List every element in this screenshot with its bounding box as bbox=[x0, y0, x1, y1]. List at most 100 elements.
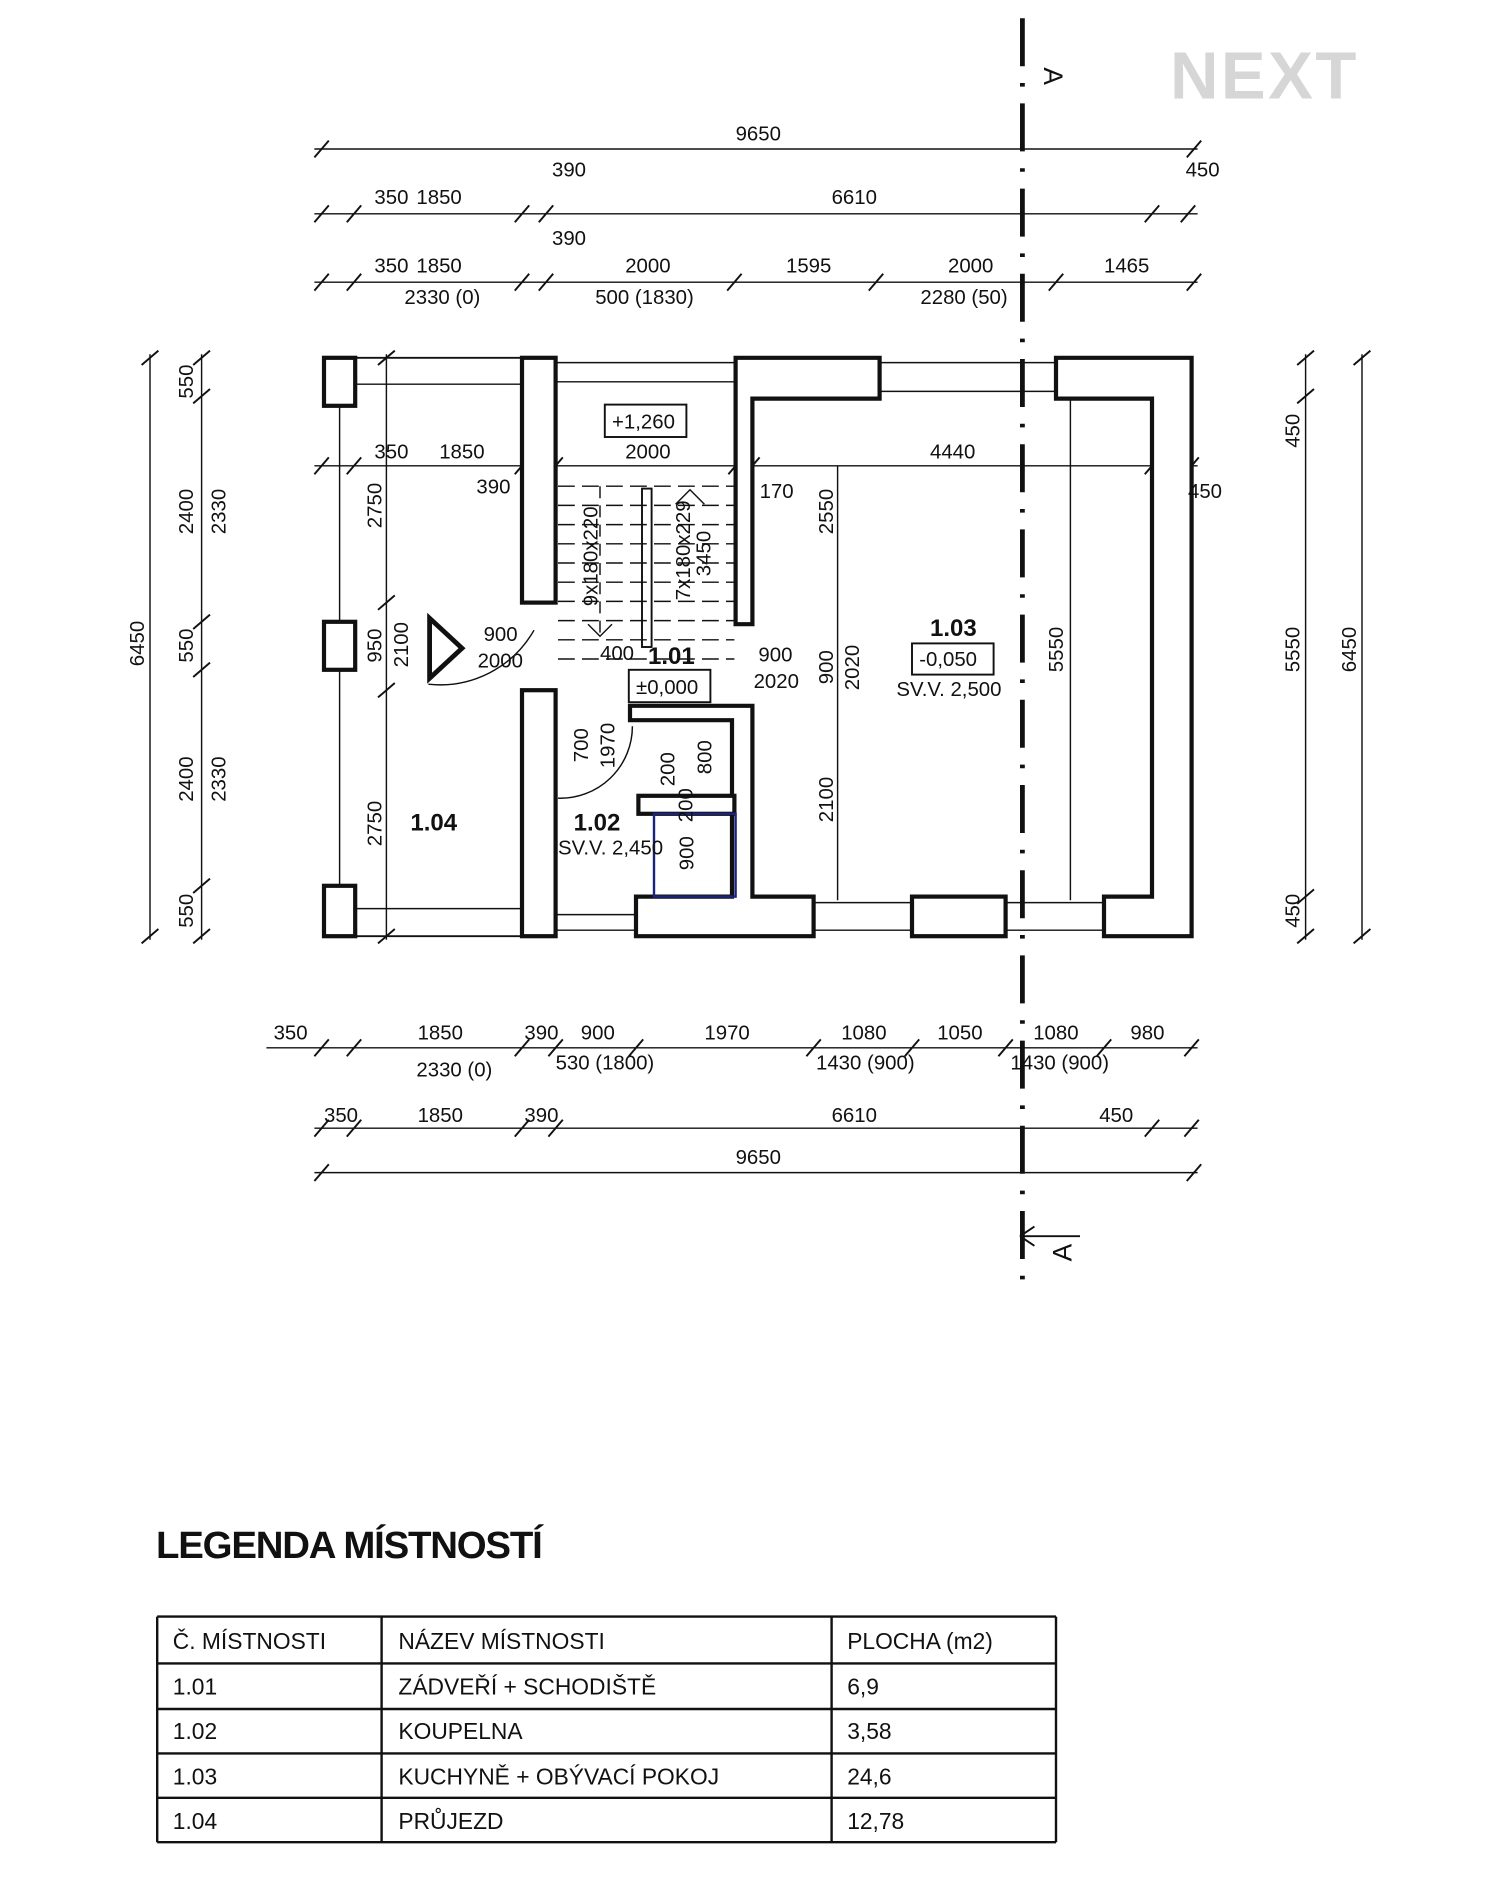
room-1-02-label: 1.02 bbox=[574, 810, 621, 837]
dim-text: 450 bbox=[1186, 160, 1220, 182]
dimension-tick bbox=[514, 273, 530, 292]
section-label-bottom: A bbox=[1048, 1243, 1078, 1261]
dim-text: 2000 bbox=[625, 442, 670, 464]
dimension-tick bbox=[1186, 139, 1202, 159]
dimension-tick bbox=[313, 1119, 330, 1138]
dim-text: 450 bbox=[1188, 481, 1222, 503]
dim-text: 2750 bbox=[365, 801, 387, 846]
dim-text: 700 bbox=[571, 728, 593, 762]
dimension-tick bbox=[140, 928, 160, 945]
dim-text: 1430 (900) bbox=[1010, 1052, 1109, 1074]
side-dimensions: 6450 550 2400 550 2400 550 2330 2330 275… bbox=[127, 365, 1361, 928]
dimension-tick bbox=[805, 1038, 822, 1057]
dim-text: 350 bbox=[274, 1022, 308, 1044]
dimension-tick bbox=[538, 273, 554, 292]
dim-text: 900 bbox=[816, 650, 838, 684]
dim-text: 2100 bbox=[816, 777, 838, 822]
legend-cell: 3,58 bbox=[847, 1718, 891, 1744]
room-1-04-label: 1.04 bbox=[410, 810, 457, 837]
dimension-tick bbox=[192, 877, 211, 894]
legend-header: PLOCHA (m2) bbox=[847, 1628, 993, 1654]
dim-text: 1430 (900) bbox=[816, 1052, 915, 1074]
dimension-tick bbox=[377, 594, 396, 611]
dimension-tick bbox=[538, 204, 554, 223]
dim-text: 1465 bbox=[1104, 256, 1149, 278]
dim-text: 550 bbox=[176, 629, 198, 663]
top-dimensions: 9650 350 1850 390 6610 450 350 1850 390 … bbox=[374, 124, 1219, 309]
dimension-tick bbox=[1296, 349, 1315, 366]
dim-text: 450 bbox=[1283, 414, 1305, 448]
dimension-tick bbox=[313, 1038, 330, 1057]
dim-text: 2000 bbox=[478, 650, 523, 672]
staircase bbox=[558, 485, 735, 660]
dimension-tick bbox=[1352, 928, 1372, 945]
level-landing: +1,260 bbox=[612, 412, 675, 434]
dimension-tick bbox=[1048, 273, 1064, 292]
dimension-tick bbox=[514, 1119, 530, 1138]
dim-text: 1850 bbox=[416, 187, 461, 209]
dimension-tick bbox=[628, 1038, 644, 1057]
dim-text: 2100 bbox=[391, 622, 413, 667]
dim-text: 450 bbox=[1283, 894, 1305, 928]
dim-text: 2550 bbox=[816, 489, 838, 534]
dim-text: 9650 bbox=[736, 1147, 781, 1169]
dim-text: 6450 bbox=[1339, 627, 1361, 672]
interior-dimensions: 350 1850 2000 4440 390 170 450 2550 5550… bbox=[374, 442, 1222, 871]
dim-text: 390 bbox=[524, 1105, 558, 1127]
dim-text: 200 bbox=[657, 752, 679, 786]
dimension-tick bbox=[726, 273, 743, 292]
dim-text: 450 bbox=[1099, 1105, 1133, 1127]
dim-text: 2330 bbox=[209, 756, 231, 801]
dimension-tick bbox=[1096, 1038, 1112, 1057]
dim-text: 530 (1800) bbox=[556, 1052, 655, 1074]
legend-header: NÁZEV MÍSTNOSTI bbox=[398, 1628, 604, 1654]
dim-text: 390 bbox=[552, 160, 586, 182]
dim-text: 500 (1830) bbox=[595, 287, 694, 309]
dimension-tick bbox=[346, 273, 362, 292]
legend-cell: 1.04 bbox=[173, 1808, 218, 1834]
dim-text: 900 bbox=[484, 624, 518, 646]
dim-text: 2330 (0) bbox=[404, 287, 480, 309]
legend-cell: KUCHYNĚ + OBÝVACÍ POKOJ bbox=[398, 1764, 719, 1790]
dim-text: 2400 bbox=[176, 489, 198, 534]
dimension-tick bbox=[1183, 1119, 1200, 1138]
dimension-tick bbox=[346, 1038, 362, 1057]
dim-text: 350 bbox=[324, 1105, 358, 1127]
dim-text: 550 bbox=[176, 894, 198, 928]
dimension-tick bbox=[192, 928, 211, 945]
stair-arrow bbox=[587, 623, 613, 638]
dim-text: 1850 bbox=[416, 256, 461, 278]
section-line-a: A A bbox=[1019, 18, 1080, 1297]
dim-text: 1050 bbox=[937, 1022, 982, 1044]
dim-text: 5550 bbox=[1283, 627, 1305, 672]
dim-text: 1850 bbox=[418, 1022, 463, 1044]
dim-text: 400 bbox=[600, 643, 634, 665]
room-1-03-height: SV.V. 2,500 bbox=[896, 679, 1001, 701]
dim-text: 1850 bbox=[439, 442, 484, 464]
dim-text: 900 bbox=[758, 644, 792, 666]
dimension-tick bbox=[1296, 388, 1315, 405]
room-1-01-label: 1.01 bbox=[648, 643, 695, 670]
dim-text: 6610 bbox=[832, 1105, 877, 1127]
dim-text: 900 bbox=[677, 836, 699, 870]
dim-text: 1080 bbox=[841, 1022, 886, 1044]
dim-text: 1080 bbox=[1033, 1022, 1078, 1044]
dimension-tick bbox=[868, 273, 884, 292]
dimension-tick bbox=[1144, 1119, 1160, 1138]
dim-text: 4440 bbox=[930, 442, 975, 464]
dim-text: 170 bbox=[760, 481, 794, 503]
dim-text: 350 bbox=[374, 187, 408, 209]
legend-cell: KOUPELNA bbox=[398, 1718, 523, 1744]
legend-cell: 12,78 bbox=[847, 1808, 904, 1834]
dim-text: 390 bbox=[476, 476, 510, 498]
dim-text: 5550 bbox=[1046, 627, 1068, 672]
dim-text: 2020 bbox=[754, 671, 799, 693]
dimension-tick bbox=[313, 1163, 330, 1182]
dimension-tick bbox=[1186, 273, 1202, 292]
legend-cell: ZÁDVEŘÍ + SCHODIŠTĚ bbox=[398, 1674, 656, 1700]
dim-text: 9650 bbox=[736, 124, 781, 146]
level-entry: ±0,000 bbox=[636, 677, 698, 699]
level-box-living bbox=[911, 642, 995, 676]
dim-text: 1595 bbox=[786, 256, 831, 278]
